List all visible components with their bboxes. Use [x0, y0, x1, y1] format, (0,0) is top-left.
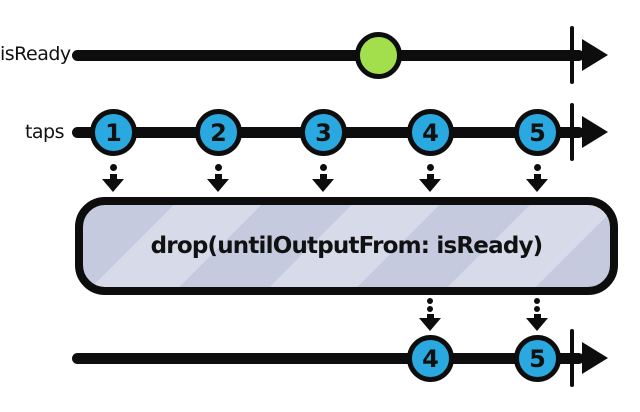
arrow-stem	[426, 174, 434, 179]
arrow-tip	[526, 318, 548, 331]
arrow-dot	[426, 164, 434, 171]
output-timeline-line	[72, 353, 584, 364]
arrow-stem	[533, 314, 541, 318]
output-marble-value: 4	[422, 344, 439, 373]
dashed-down-arrow-icon	[419, 298, 441, 331]
arrow-dot	[534, 298, 540, 304]
operator-label: drop(untilOutputFrom: isReady)	[150, 233, 544, 259]
arrow-dot	[319, 164, 327, 171]
arrow-dot	[214, 164, 222, 171]
taps-timeline-end-bar	[570, 103, 574, 161]
taps-marble: 3	[300, 109, 347, 156]
arrow-stem	[109, 174, 117, 179]
arrow-tip	[102, 179, 124, 192]
dashed-down-arrow-icon	[312, 164, 334, 192]
arrow-stem	[214, 174, 222, 179]
arrow-dot	[534, 306, 540, 312]
output-arrowhead-right-icon	[582, 342, 608, 374]
taps-timeline-label: taps	[24, 121, 65, 143]
arrow-tip	[207, 179, 229, 192]
output-timeline-end-bar	[570, 329, 574, 387]
arrow-stem	[426, 314, 434, 318]
dashed-down-arrow-icon	[207, 164, 229, 192]
isready-arrowhead-right-icon	[582, 39, 608, 71]
arrow-dot	[427, 306, 433, 312]
taps-marble: 2	[195, 109, 242, 156]
dashed-down-arrow-icon	[102, 164, 124, 192]
taps-marble-value: 5	[529, 118, 546, 147]
operator-box: drop(untilOutputFrom: isReady)	[75, 197, 618, 295]
taps-arrowhead-right-icon	[582, 116, 608, 148]
arrow-dot	[427, 298, 433, 304]
arrow-dot	[533, 164, 541, 171]
output-marble-value: 5	[529, 344, 546, 373]
taps-marble: 1	[90, 109, 137, 156]
output-marble: 4	[407, 335, 454, 382]
dashed-down-arrow-icon	[526, 298, 548, 331]
isready-timeline-line	[72, 50, 584, 61]
arrow-tip	[312, 179, 334, 192]
arrow-tip	[526, 179, 548, 192]
taps-marble: 5	[514, 109, 561, 156]
arrow-tip	[419, 179, 441, 192]
taps-marble-value: 2	[210, 118, 227, 147]
isready-timeline-label: isReady	[0, 43, 71, 65]
output-marble: 5	[514, 335, 561, 382]
taps-marble: 4	[407, 109, 454, 156]
dashed-down-arrow-icon	[419, 164, 441, 192]
taps-marble-value: 4	[422, 118, 439, 147]
arrow-stem	[533, 174, 541, 179]
arrow-dot	[109, 164, 117, 171]
dashed-down-arrow-icon	[526, 164, 548, 192]
arrow-stem	[319, 174, 327, 179]
taps-marble-value: 3	[315, 118, 332, 147]
arrow-tip	[419, 318, 441, 331]
isready-timeline-end-bar	[570, 26, 574, 84]
isready-event-marble	[355, 32, 402, 79]
taps-marble-value: 1	[105, 118, 122, 147]
